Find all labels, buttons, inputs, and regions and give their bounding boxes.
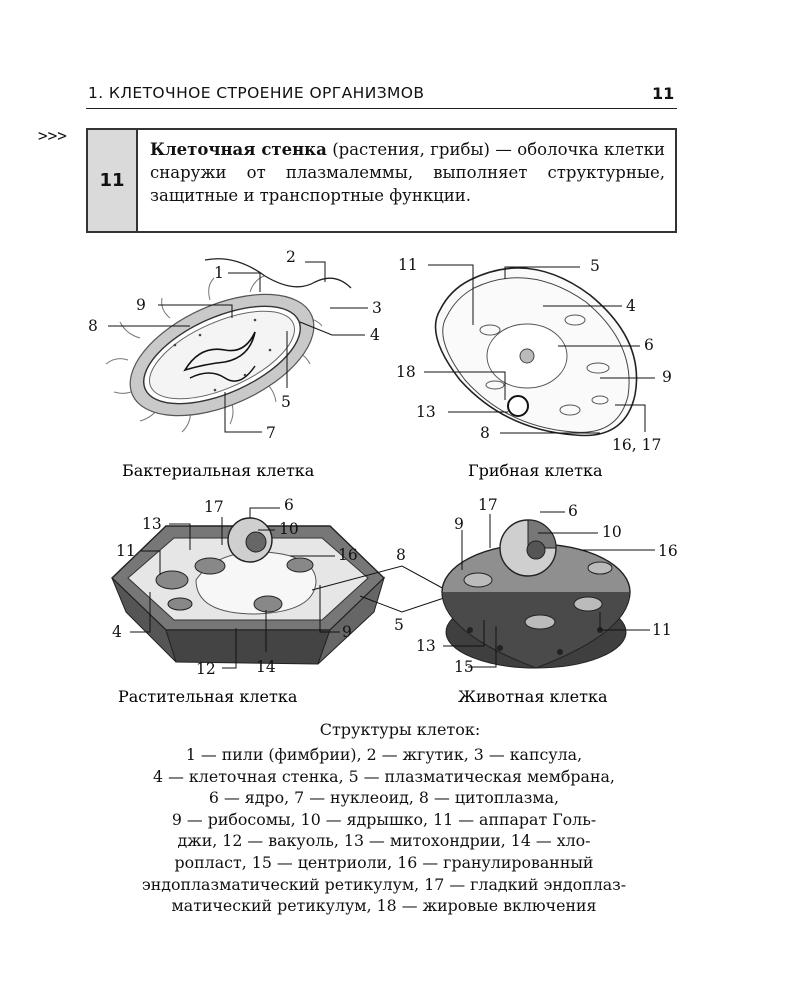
- fungal-label-16-17: 16, 17: [612, 436, 661, 454]
- plant-label-10: 10: [279, 520, 299, 538]
- fungal-cell-illustration: 11 5 4 6 9 18 13 8 16, 17: [396, 256, 672, 454]
- plant-label-16: 16: [338, 546, 358, 564]
- fungal-label-5: 5: [590, 257, 600, 275]
- animal-label-17: 17: [478, 496, 498, 514]
- bacterial-label-9: 9: [136, 296, 146, 314]
- bacterial-cell-illustration: 1 2 3 4 5 7 8 9: [88, 248, 382, 442]
- plant-label-4: 4: [112, 623, 122, 641]
- animal-label-6: 6: [568, 502, 578, 520]
- fungal-label-9: 9: [662, 368, 672, 386]
- legend-line: 6 — ядро, 7 — нуклеоид, 8 — цитоплазма,: [208, 788, 560, 808]
- plant-label-11: 11: [116, 542, 136, 560]
- fungal-label-8: 8: [480, 424, 490, 442]
- plant-label-9: 9: [342, 623, 352, 641]
- legend-line: эндоплазматический ретикулум, 17 — гладк…: [141, 874, 627, 894]
- definition-number: 11: [88, 130, 138, 231]
- definition-term: Клеточная стенка: [150, 140, 327, 159]
- animal-label-13: 13: [416, 637, 436, 655]
- plant-label-12: 12: [196, 660, 216, 678]
- fungal-label-6: 6: [644, 336, 654, 354]
- cell-figures: 1 2 3 4 5 7 8 9 11 5: [88, 248, 678, 706]
- shared-label-8: 8: [396, 546, 406, 564]
- bacterial-label-2: 2: [286, 248, 296, 266]
- plant-label-13: 13: [142, 515, 162, 533]
- plant-label-17: 17: [204, 498, 224, 516]
- section-marker: >>>: [38, 126, 67, 145]
- fungal-label-11: 11: [398, 256, 418, 274]
- fungal-label-4: 4: [626, 297, 636, 315]
- animal-label-11: 11: [652, 621, 672, 639]
- animal-label-10: 10: [602, 523, 622, 541]
- definition-box: 11 Клеточная стенка (растения, грибы) — …: [86, 128, 677, 233]
- plant-cell-illustration: 17 6 10 13 11 16 4 9 12 14: [110, 496, 386, 678]
- animal-cell-illustration: 9 17 6 10 16 11 13 15: [416, 496, 678, 676]
- legend-line: 1 — пили (фимбрии), 2 — жгутик, 3 — капс…: [185, 745, 583, 764]
- header-rule: [86, 108, 677, 109]
- legend: 1 — пили (фимбрии), 2 — жгутик, 3 — капс…: [86, 744, 682, 917]
- legend-line: 4 — клеточная стенка, 5 — плазматическая…: [153, 766, 615, 786]
- bacterial-label-3: 3: [372, 299, 382, 317]
- animal-label-9: 9: [454, 515, 464, 533]
- bacterial-label-4: 4: [370, 326, 380, 344]
- definition-text: Клеточная стенка (растения, грибы) — обо…: [150, 138, 665, 207]
- animal-label-16: 16: [658, 542, 678, 560]
- bacterial-label-5: 5: [281, 393, 291, 411]
- shared-label-5: 5: [394, 616, 404, 634]
- bacterial-label-8: 8: [88, 317, 98, 335]
- caption-plant: Растительная клетка: [118, 687, 298, 706]
- shared-leader-lines: [311, 565, 447, 613]
- legend-line: ропласт, 15 — центриоли, 16 — гранулиров…: [174, 852, 594, 872]
- legend-line: матический ретикулум, 18 — жировые включ…: [171, 896, 597, 916]
- bacterial-label-7: 7: [266, 424, 276, 442]
- bacterial-label-1: 1: [214, 264, 224, 282]
- fungal-label-13: 13: [416, 403, 436, 421]
- plant-label-14: 14: [256, 658, 276, 676]
- plant-label-6: 6: [284, 496, 294, 514]
- legend-line: джи, 12 — вакуоль, 13 — митохондрии, 14 …: [177, 831, 591, 851]
- animal-label-15: 15: [454, 658, 474, 676]
- page-number: 11: [652, 84, 675, 103]
- definition-body: (растения, грибы) — оболочка клетки снар…: [150, 140, 665, 205]
- caption-bacterial: Бактериальная клетка: [122, 461, 315, 480]
- running-header: 1. КЛЕТОЧНОЕ СТРОЕНИЕ ОРГАНИЗМОВ: [88, 84, 425, 102]
- fungal-label-18: 18: [396, 363, 416, 381]
- legend-line: 9 — рибосомы, 10 — ядрышко, 11 — аппарат…: [171, 809, 597, 829]
- caption-fungal: Грибная клетка: [468, 461, 603, 480]
- legend-title: Структуры клеток:: [319, 720, 481, 739]
- caption-animal: Животная клетка: [458, 687, 608, 706]
